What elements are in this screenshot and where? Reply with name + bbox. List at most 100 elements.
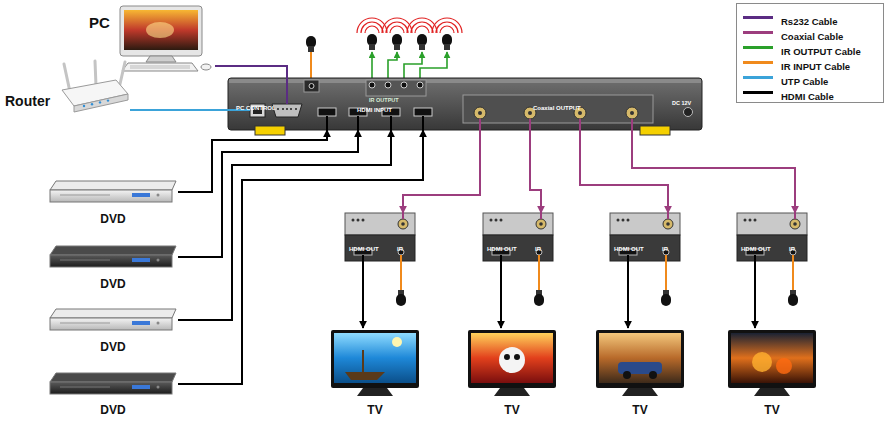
ir-input-wire <box>310 52 312 80</box>
tv-screen <box>471 333 553 383</box>
dvd-display <box>132 193 150 197</box>
dvd-front <box>50 318 172 330</box>
coax-port <box>536 219 546 229</box>
receiver-led <box>357 219 360 222</box>
ir-bulb <box>534 294 544 306</box>
dvd-tray <box>60 323 110 324</box>
label-holder: HDMI OUT <box>487 237 517 255</box>
ir-signal <box>390 26 404 33</box>
coaxial-cable <box>631 119 633 130</box>
coaxial-cable <box>403 130 480 213</box>
ir-signal <box>440 26 454 33</box>
label-holder: DC 12V <box>672 91 691 109</box>
ir-input-wire <box>538 255 540 290</box>
ir-input-port <box>304 80 319 92</box>
coax-port <box>474 107 486 119</box>
device-label: IR <box>662 246 668 253</box>
legend-text: UTP Cable <box>781 77 828 87</box>
ir-input-wire <box>665 255 667 290</box>
hdmi-cable <box>754 255 756 261</box>
tv-screen <box>334 333 416 383</box>
ir-input-wire <box>792 255 794 290</box>
ir-bulb <box>396 294 406 306</box>
device-label: IR <box>397 246 403 253</box>
coax-pin <box>578 111 582 115</box>
legend-swatch <box>743 46 773 49</box>
dvd-player: DVD <box>48 178 178 228</box>
device-label: DVD <box>100 341 125 354</box>
receiver-top <box>345 213 415 235</box>
ir-output-jack <box>417 82 423 88</box>
ir-signal <box>361 22 383 33</box>
dvd-front <box>50 255 172 267</box>
screen-picture <box>362 350 364 372</box>
dvd-tray <box>60 260 110 261</box>
switcher-rim <box>229 79 701 83</box>
ir-bulb-neck <box>308 46 314 52</box>
screen-glow <box>146 22 174 38</box>
tv-bezel <box>596 330 684 388</box>
receiver-bottom <box>345 235 415 261</box>
ir-signal <box>432 18 462 33</box>
db9-port <box>272 104 302 117</box>
coax-pin <box>630 111 634 115</box>
ir-bulb-neck <box>369 44 375 50</box>
hdmi-cable <box>754 261 756 328</box>
legend-swatch <box>743 91 773 94</box>
led <box>107 99 109 101</box>
db9-pin <box>277 108 279 110</box>
label-holder: TV <box>330 400 420 418</box>
hdmi-cable <box>178 130 358 257</box>
antenna <box>64 64 70 92</box>
screen-picture <box>499 347 525 373</box>
device-label: TV <box>764 404 779 417</box>
ir-signal <box>436 22 458 33</box>
coax-pin <box>793 222 797 226</box>
dvd-button <box>157 386 160 389</box>
legend-swatch <box>743 61 773 64</box>
ir-output-jack <box>369 82 375 88</box>
coax-port <box>663 219 673 229</box>
device-label: TV <box>367 404 382 417</box>
label-holder: HDMI OUT <box>741 237 771 255</box>
coaxial-cable <box>540 213 542 219</box>
legend-text: Coaxial Cable <box>781 32 843 42</box>
receiver-bottom <box>737 235 807 261</box>
dvd-button <box>157 259 160 262</box>
ir-input-wire <box>400 255 402 290</box>
label-holder: IR OUTPUT <box>369 88 399 106</box>
coaxial-cable <box>529 119 531 130</box>
computer: PC <box>85 2 215 74</box>
hdmi-cable <box>326 116 328 130</box>
rs232-cable <box>215 66 287 78</box>
tv-stand <box>622 388 658 396</box>
device-label: IR OUTPUT <box>369 97 399 103</box>
dvd-tray <box>60 387 110 388</box>
coaxial-cable <box>402 213 404 219</box>
receiver-led <box>490 219 493 222</box>
label-holder: TV <box>467 400 557 418</box>
screen-picture <box>776 358 792 374</box>
coax-receiver: HDMI OUTIR <box>345 213 415 261</box>
television: TV <box>467 328 557 419</box>
coax-pin <box>528 111 532 115</box>
dvd-display <box>132 321 150 325</box>
router-front <box>74 94 128 112</box>
legend-swatch <box>743 16 773 19</box>
device-label: Router <box>5 94 50 109</box>
ir-bulb-neck <box>394 44 400 50</box>
label-holder: HDMI Cable <box>781 86 834 104</box>
rs232-cable <box>286 78 288 104</box>
hdmi-cable <box>390 116 392 130</box>
device-label: HDMI OUT <box>614 246 644 253</box>
receiver-led <box>617 219 620 222</box>
ir-input-jack <box>309 84 314 89</box>
label-holder: IR <box>662 237 668 255</box>
legend-box: Rs232 CableCoaxial CableIR OUTPUT CableI… <box>736 3 884 103</box>
hdmi-cable <box>627 261 629 328</box>
tv-bezel <box>331 330 419 388</box>
screen-picture <box>623 371 631 379</box>
mouse <box>201 64 211 70</box>
device-label: TV <box>504 404 519 417</box>
coaxial-cable <box>580 130 668 213</box>
